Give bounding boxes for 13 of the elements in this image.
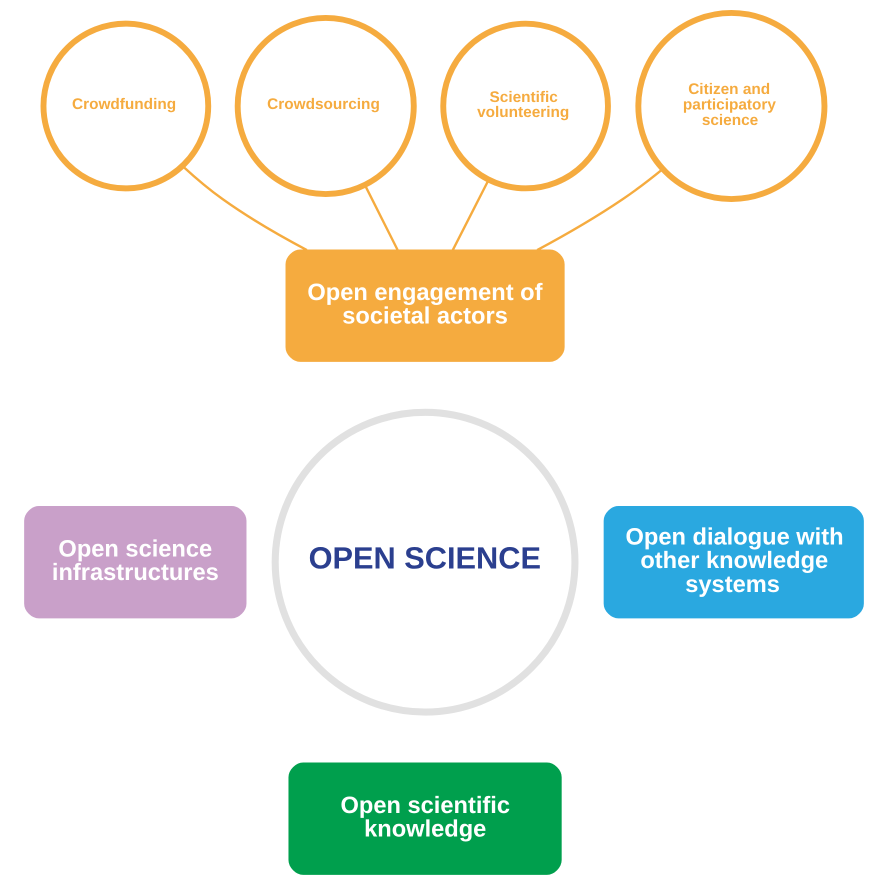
node-circle: OPEN SCIENCE — [271, 408, 578, 716]
node-circle: Citizen and participatory science — [634, 10, 827, 202]
node-box: Open engagement of societal actors — [285, 250, 564, 362]
node-circle: Crowdsourcing — [234, 15, 416, 197]
connector — [182, 166, 307, 252]
connector — [451, 180, 490, 251]
node-circle: Crowdfunding — [40, 20, 211, 192]
node-box: Open scientific knowledge — [288, 762, 562, 875]
node-box: Open dialogue with other knowledge systems — [603, 506, 864, 618]
connector — [536, 168, 663, 252]
connector — [363, 184, 398, 250]
node-circle: Scientific volunteering — [440, 20, 610, 192]
node-box: Open science infrastructures — [24, 506, 246, 618]
